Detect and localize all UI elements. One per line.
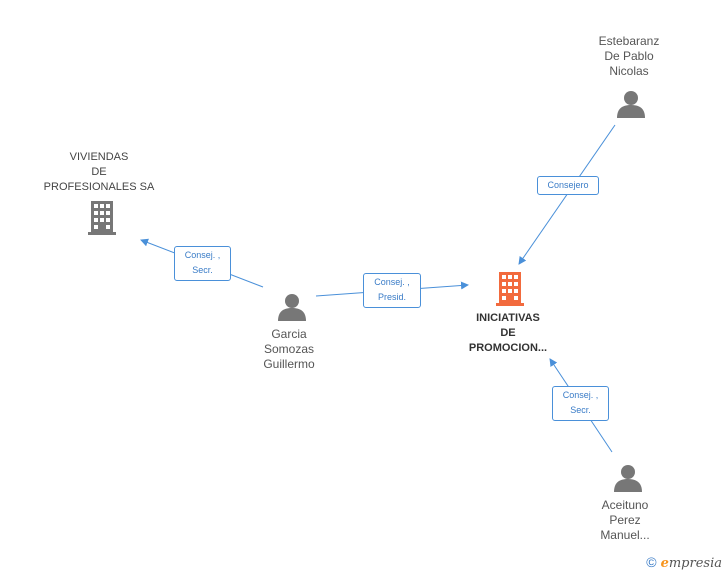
node-label-iniciativas[interactable]: INICIATIVAS DE PROMOCION... xyxy=(468,312,548,354)
node-label-garcia[interactable]: Garcia Somozas Guillermo xyxy=(263,327,315,371)
empresia-logo: ©empresia xyxy=(646,554,722,571)
person-icon[interactable] xyxy=(613,463,643,493)
copyright-symbol: © xyxy=(646,554,657,570)
person-icon[interactable] xyxy=(616,89,646,119)
node-label-estebaranz[interactable]: Estebaranz De Pablo Nicolas xyxy=(598,34,660,78)
node-label-viviendas[interactable]: VIVIENDAS DE PROFESIONALES SA xyxy=(43,151,155,193)
building-icon[interactable] xyxy=(86,201,118,235)
edge-label-garcia-iniciativas[interactable]: Consej. , Presid. xyxy=(363,273,421,308)
brand-e: e xyxy=(660,556,669,571)
edge-label-garcia-viviendas[interactable]: Consej. , Secr. xyxy=(174,246,231,281)
building-icon-main[interactable] xyxy=(494,272,526,306)
node-label-aceituno[interactable]: Aceituno Perez Manuel... xyxy=(600,498,650,542)
person-icon[interactable] xyxy=(277,292,307,322)
brand-rest: mpresia xyxy=(668,556,722,571)
edge-label-aceituno-iniciativas[interactable]: Consej. , Secr. xyxy=(552,386,609,421)
edge-label-estebaranz-iniciativas[interactable]: Consejero xyxy=(537,176,599,195)
